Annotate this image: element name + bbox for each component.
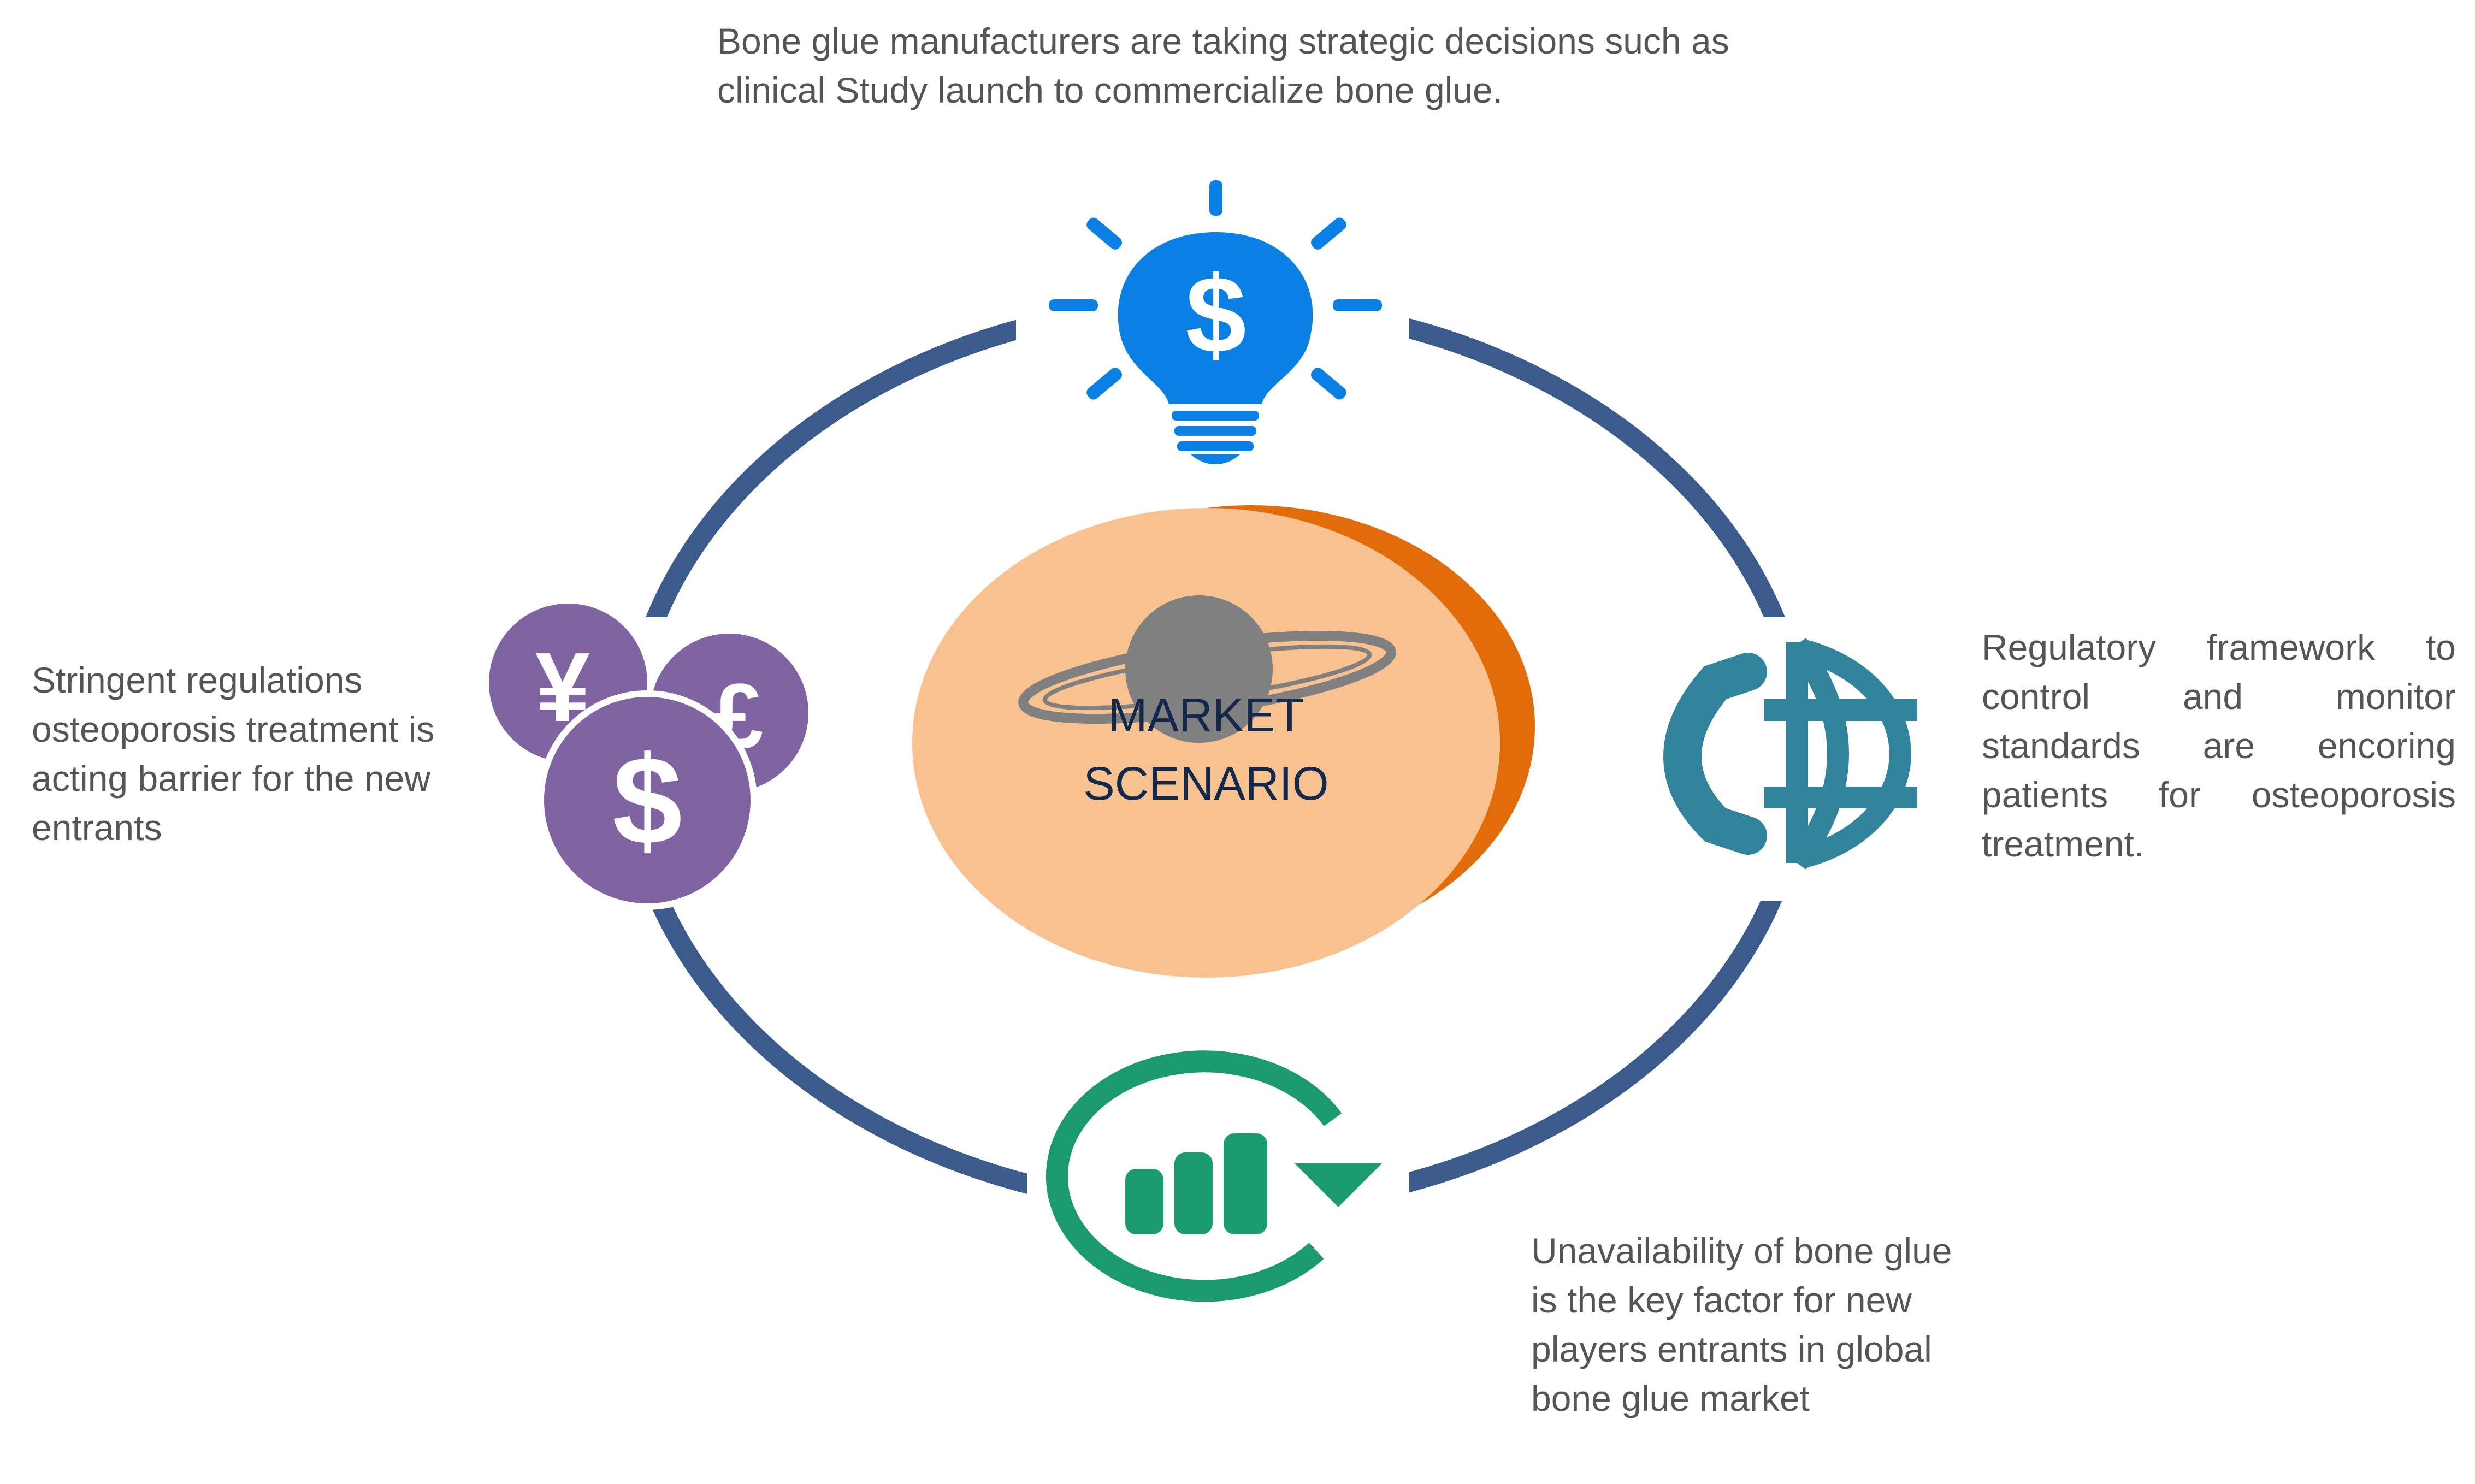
top-node-text: Bone glue manufacturers are taking strat… — [717, 21, 1729, 110]
bottom-node-text: Unavailability of bone glue is the key f… — [1531, 1231, 1952, 1418]
growth-chart-cycle-icon — [1045, 1050, 1382, 1302]
svg-text:$: $ — [1185, 254, 1246, 376]
left-node-text: Stringent regulations osteoporosis treat… — [32, 660, 435, 848]
center-title-line1: MARKET — [1108, 689, 1304, 742]
globe-phone-icon — [1663, 638, 1917, 870]
lightbulb-dollar-icon: $ — [1049, 180, 1382, 464]
currency-coins-icon: ¥ £ $ — [483, 598, 814, 910]
right-node-text: Regulatory framework to control and moni… — [1982, 627, 2456, 864]
planet-icon — [1018, 595, 1396, 743]
center-title-line2: SCENARIO — [1083, 758, 1329, 810]
market-scenario-disc — [912, 505, 1535, 978]
svg-text:$: $ — [612, 730, 682, 871]
